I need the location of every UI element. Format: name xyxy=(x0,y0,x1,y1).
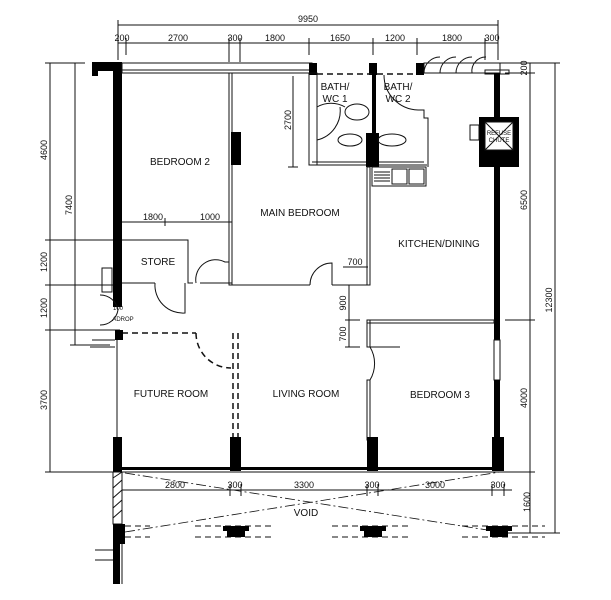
label-store: STORE xyxy=(141,257,176,268)
label-bath1: BATH/ xyxy=(321,82,350,93)
dim-bottom: 300 xyxy=(490,480,505,490)
dim-kitchen-700b: 700 xyxy=(338,326,348,341)
label-bath2-wc: WC 2 xyxy=(386,94,411,105)
dim-top: 300 xyxy=(484,33,499,43)
label-bath1-wc: WC 1 xyxy=(323,94,348,105)
dim-kitchen-700: 700 xyxy=(347,257,362,267)
dim-left-inner: 7400 xyxy=(64,195,74,215)
label-bedroom-3: BEDROOM 3 xyxy=(410,390,470,401)
room-labels: BEDROOM 2 MAIN BEDROOM BATH/ WC 1 BATH/ … xyxy=(112,82,511,519)
dim-left: 3700 xyxy=(39,390,49,410)
right-dimensions: 200 6500 4000 1600 12300 xyxy=(500,60,560,534)
label-void: VOID xyxy=(294,508,318,519)
label-kitchen-dining: KITCHEN/DINING xyxy=(398,239,480,250)
dim-top: 2700 xyxy=(168,33,188,43)
dim-top: 1200 xyxy=(385,33,405,43)
dim-left: 1200 xyxy=(39,252,49,272)
label-living-room: LIVING ROOM xyxy=(273,389,340,400)
dim-bed2-b: 1000 xyxy=(200,212,220,222)
dim-left: 4600 xyxy=(39,140,49,160)
dim-top: 300 xyxy=(227,33,242,43)
dim-right: 6500 xyxy=(519,190,529,210)
label-refuse-chute: REFUSE xyxy=(487,131,511,137)
dim-right: 4000 xyxy=(519,388,529,408)
dim-bottom: 2800 xyxy=(165,480,185,490)
dim-top: 1650 xyxy=(330,33,350,43)
label-main-bedroom: MAIN BEDROOM xyxy=(260,208,339,219)
label-bath2: BATH/ xyxy=(384,82,413,93)
top-dimensions: 9950 200 2700 300 1800 1650 1200 1800 30… xyxy=(114,14,500,62)
dim-right-total: 12300 xyxy=(544,287,554,312)
dim-left: 1200 xyxy=(39,298,49,318)
dim-bed2-a: 1800 xyxy=(143,212,163,222)
dim-top: 1800 xyxy=(442,33,462,43)
dim-kitchen-900: 900 xyxy=(338,295,348,310)
dim-total-width: 9950 xyxy=(298,14,318,24)
label-bedroom-2: BEDROOM 2 xyxy=(150,157,210,168)
label-refuse-chute-2: CHUTE xyxy=(489,138,510,144)
dim-bottom: 3000 xyxy=(425,480,445,490)
dim-bottom: 300 xyxy=(227,480,242,490)
dim-bath-depth: 2700 xyxy=(283,110,293,130)
dim-top: 200 xyxy=(114,33,129,43)
dim-top: 1800 xyxy=(265,33,285,43)
dim-bottom: 3300 xyxy=(294,480,314,490)
dim-right: 1600 xyxy=(522,492,532,512)
walls: 1800 1000 700 2700 xyxy=(90,56,545,584)
label-future-room: FUTURE ROOM xyxy=(134,389,208,400)
dim-bottom: 300 xyxy=(364,480,379,490)
dim-adrop-100: 100 xyxy=(113,306,124,312)
label-adrop: ADROP xyxy=(112,317,133,323)
left-dimensions: 4600 1200 1200 3700 7400 xyxy=(39,62,120,473)
dim-right: 200 xyxy=(519,60,529,75)
